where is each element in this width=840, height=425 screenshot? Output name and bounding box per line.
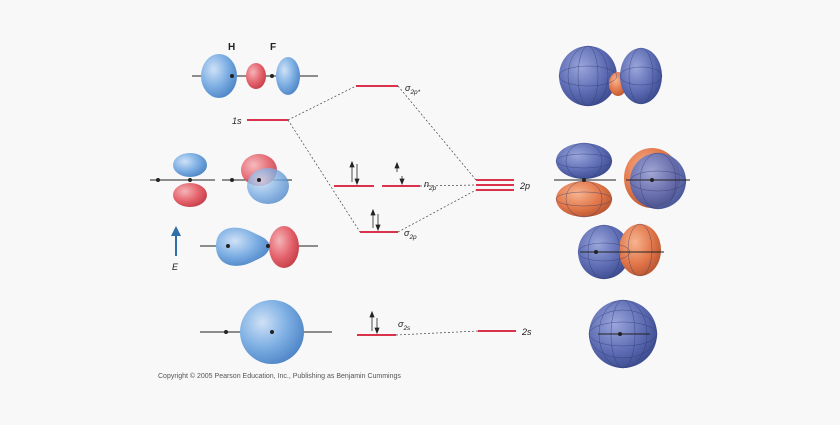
correlation-lines	[287, 85, 479, 336]
level-label-f-2s: 2s	[521, 327, 532, 337]
atom-label-h: H	[228, 42, 235, 53]
copyright-notice: Copyright © 2005 Pearson Education, Inc.…	[158, 372, 401, 380]
orbital-3d-nonbonding-b	[624, 148, 690, 210]
level-label-sigma-star-2p: σ2p*	[405, 83, 421, 96]
orbital-sketch-nonbonding-b	[222, 154, 292, 204]
orbital-sketch-nonbonding-a	[150, 153, 215, 207]
orbital-3d-sigma-star	[558, 45, 663, 107]
level-label-sigma-2s: σ2s	[398, 319, 411, 332]
energy-axis: E	[171, 226, 181, 272]
level-f-2p	[476, 179, 514, 191]
electron-pair-n-2p-b	[394, 161, 405, 186]
level-label-sigma-2p: σ2p	[404, 228, 417, 241]
orbital-sketch-sigma-2s	[200, 300, 332, 364]
electron-pair-sigma-2p	[370, 208, 381, 232]
atom-label-f: F	[270, 42, 276, 53]
orbital-3d-nonbonding-a	[554, 142, 616, 218]
orbital-3d-sigma-2p	[577, 223, 664, 280]
level-label-n-2p: n2p	[424, 179, 437, 192]
orbital-3d-sigma-2s	[588, 299, 658, 369]
energy-axis-label: E	[172, 262, 179, 272]
electron-pair-sigma-2s	[369, 310, 380, 335]
orbital-sketch-sigma-star	[192, 54, 318, 98]
level-label-f-2p: 2p	[519, 181, 530, 191]
level-label-h-1s: 1s	[232, 116, 242, 126]
orbital-sketch-sigma-2p	[200, 226, 318, 268]
electron-pair-n-2p-a	[349, 160, 360, 186]
